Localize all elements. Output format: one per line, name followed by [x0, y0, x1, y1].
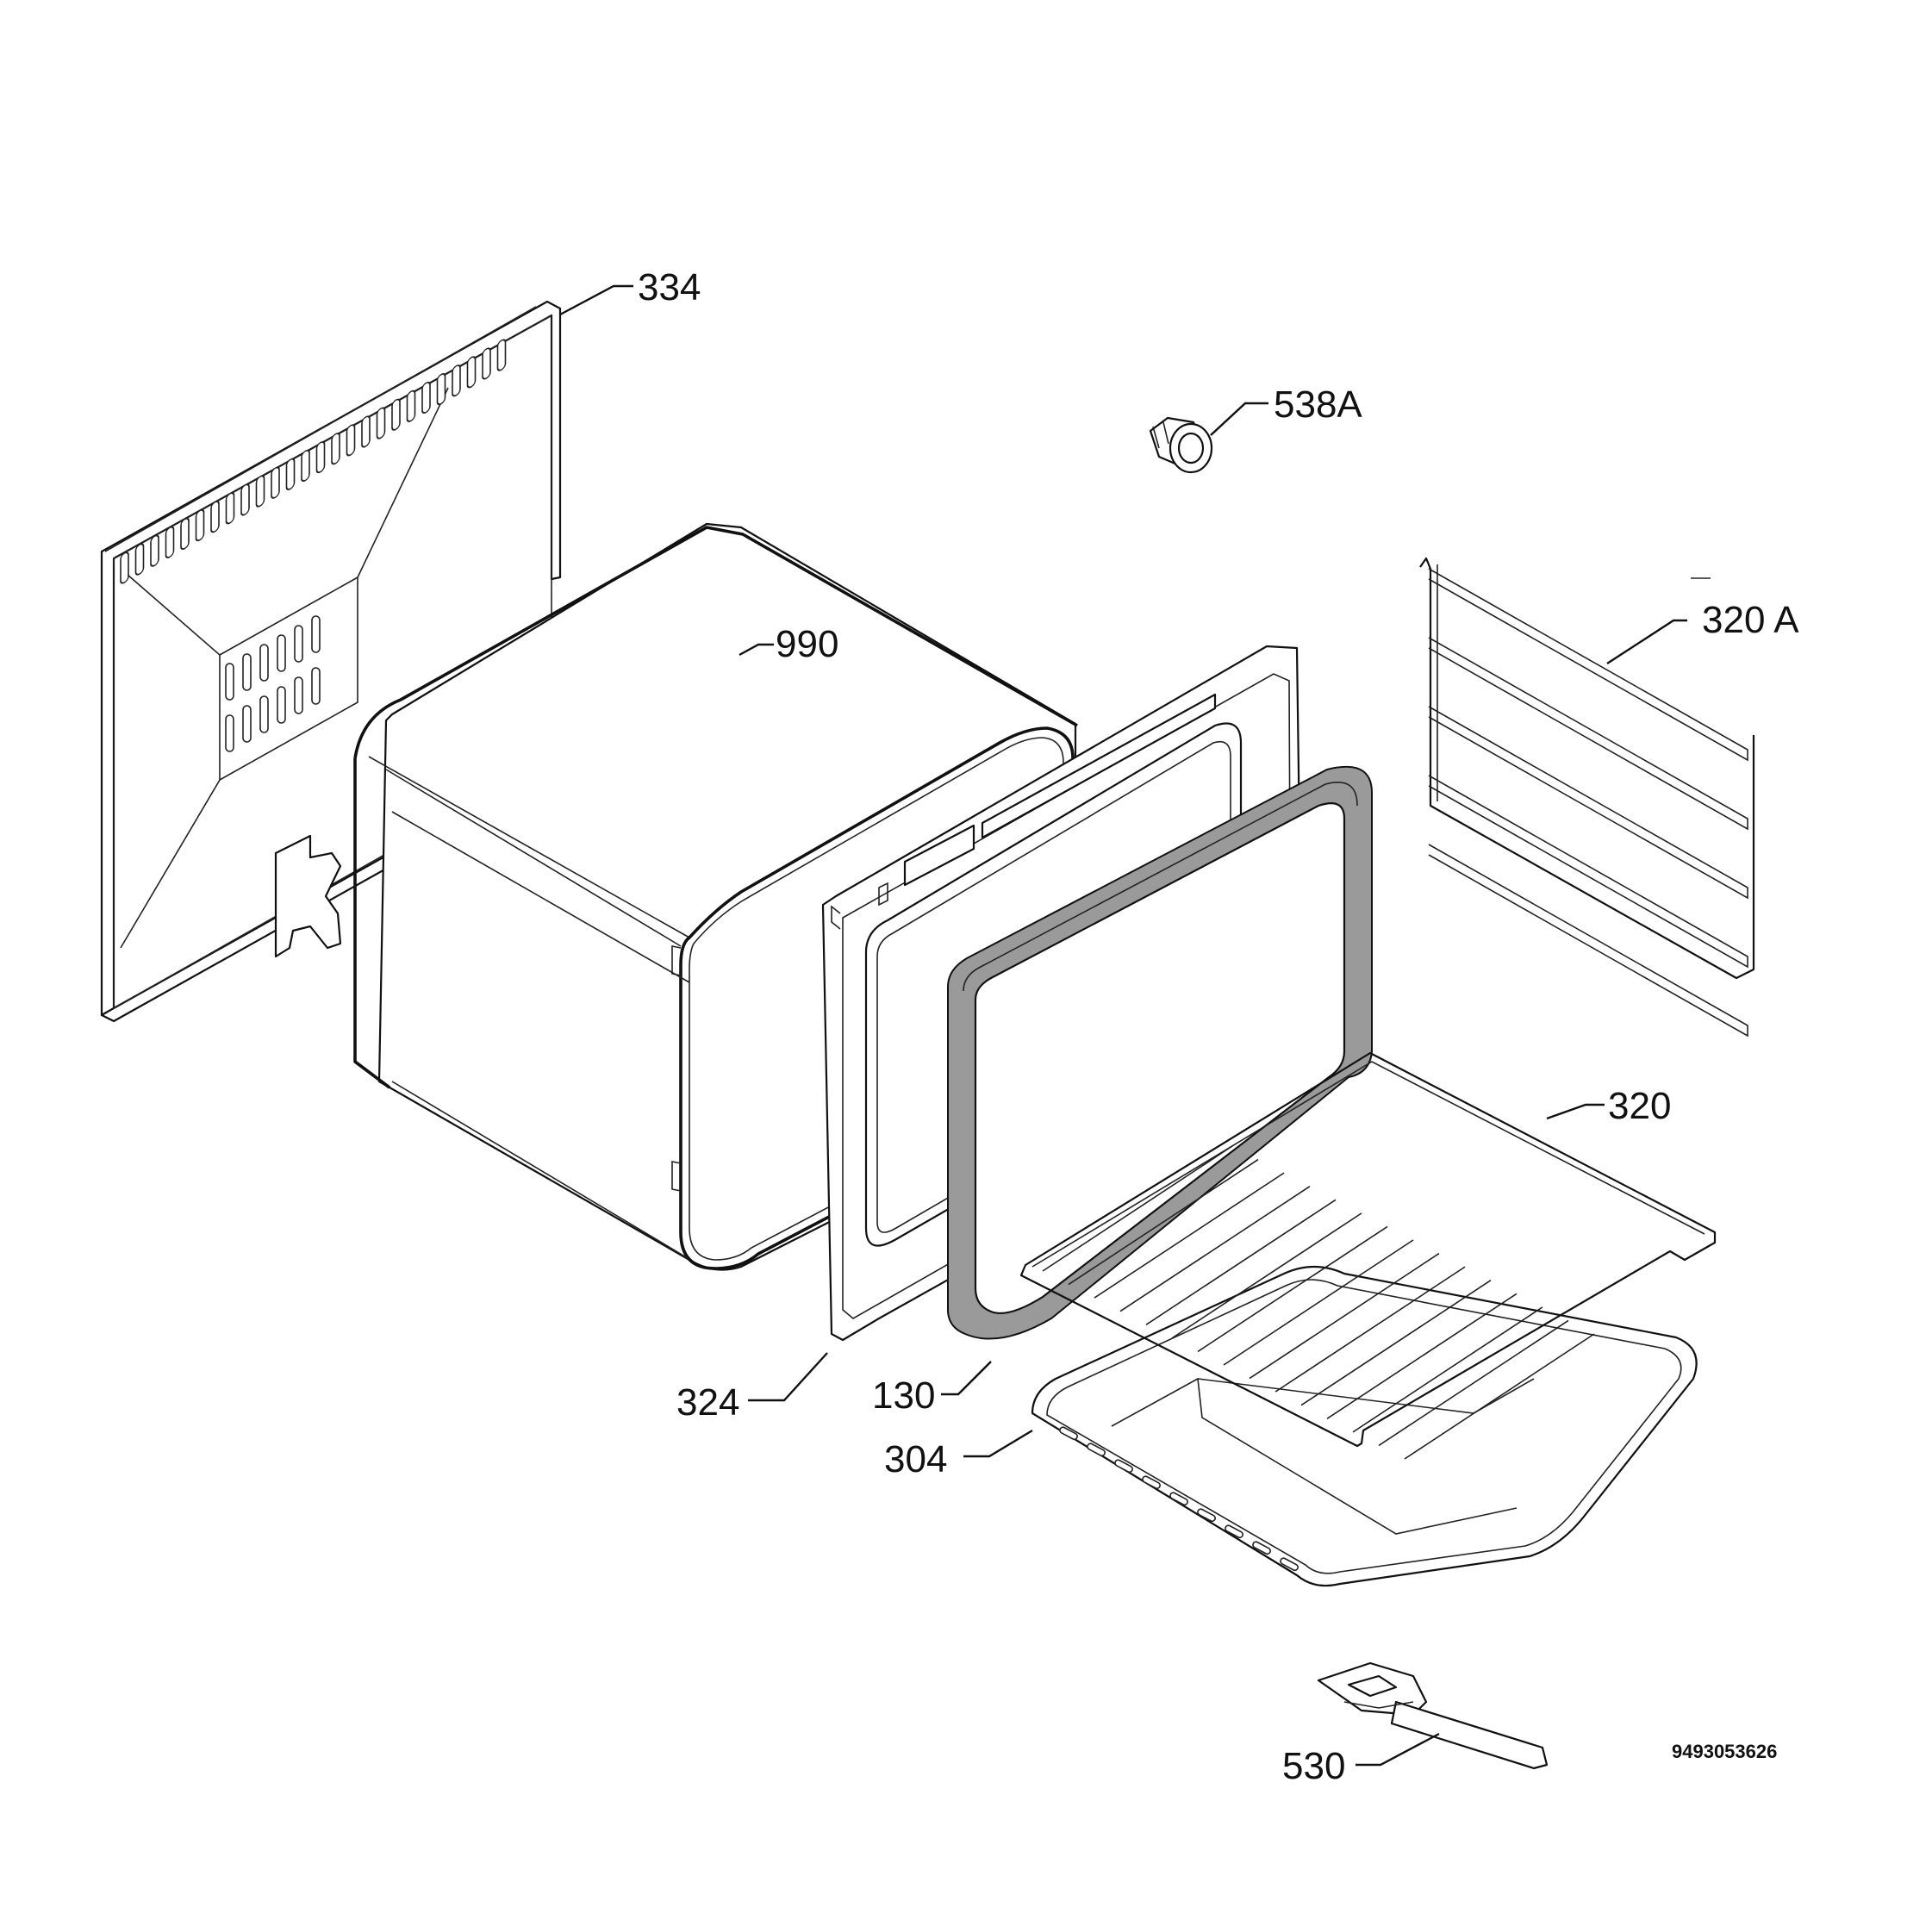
vent-slot	[311, 667, 321, 705]
shelf-wire	[1352, 1306, 1543, 1433]
vent-slot	[120, 552, 129, 584]
vent-slot	[294, 625, 303, 663]
tray-vent-slots	[1059, 1426, 1299, 1572]
back-panel-part	[100, 300, 562, 1023]
vent-slot	[466, 356, 477, 389]
vent-slot	[376, 407, 386, 439]
vent-slot	[180, 517, 190, 550]
vent-slot	[406, 390, 416, 422]
tray-slot	[1169, 1492, 1188, 1506]
rail-rung	[1428, 844, 1748, 1038]
vent-slot	[294, 676, 303, 714]
side-rail-part	[1419, 557, 1755, 1038]
vent-slot	[271, 466, 280, 499]
shelf-wire	[1249, 1252, 1440, 1380]
rail-rung	[1428, 775, 1748, 969]
vent-slot	[331, 433, 340, 465]
rail-rung	[1428, 706, 1748, 900]
callout-320: 320	[1608, 1085, 1672, 1127]
vent-slot	[240, 483, 250, 516]
vent-slot	[311, 615, 321, 653]
callout-334: 334	[638, 266, 701, 308]
vent-slot	[482, 347, 491, 380]
vent-slot	[346, 424, 356, 457]
shelf-wire	[1171, 1212, 1362, 1339]
vent-slot	[225, 492, 235, 525]
vent-slot	[255, 475, 265, 508]
vent-slot	[225, 663, 234, 701]
vent-slot	[496, 339, 507, 371]
rail-rung	[1428, 637, 1748, 831]
vent-slot	[452, 365, 461, 397]
baking-tray-part	[1031, 1265, 1698, 1587]
vent-slot	[242, 653, 252, 691]
tray-slot	[1087, 1443, 1106, 1457]
callout-130: 130	[872, 1374, 936, 1417]
vent-slot	[421, 381, 431, 414]
callout-leaders	[559, 284, 1711, 1767]
vent-slot	[134, 543, 145, 576]
vent-slot	[259, 695, 269, 733]
callout-990: 990	[776, 623, 839, 665]
vent-slot	[277, 634, 286, 672]
lamp-holder-part	[1149, 416, 1213, 474]
ventilation-slots	[120, 339, 507, 752]
callout-530: 530	[1282, 1745, 1346, 1787]
vent-slot	[391, 398, 401, 431]
vent-slot	[285, 458, 296, 490]
shelf-wire	[1094, 1172, 1285, 1299]
rail-rungs	[1428, 568, 1748, 1038]
callout-304: 304	[884, 1438, 948, 1480]
tray-slot	[1059, 1426, 1078, 1441]
shelf-wire	[1378, 1319, 1569, 1447]
vent-slot	[315, 440, 326, 474]
door-seal-part	[947, 765, 1373, 1340]
vent-slot	[242, 705, 252, 743]
shelf-wire	[1326, 1293, 1518, 1419]
door-hinge-part	[1317, 1661, 1549, 1770]
shelf-wire	[1197, 1225, 1388, 1353]
document-number: 9493053626	[1672, 1741, 1778, 1762]
rail-rung	[1428, 568, 1748, 762]
tray-slot	[1252, 1541, 1271, 1555]
wire-shelf-part	[1019, 1051, 1717, 1460]
tray-slot	[1142, 1475, 1161, 1490]
shelf-wire	[1145, 1199, 1337, 1325]
shelf-wire	[1300, 1280, 1492, 1406]
tray-slot	[1225, 1524, 1243, 1539]
shelf-wire	[1404, 1333, 1595, 1460]
callout-320a: 320 A	[1702, 599, 1799, 641]
shelf-wire	[1223, 1239, 1414, 1366]
vent-slot	[259, 644, 269, 682]
vent-slot	[210, 501, 220, 533]
vent-slot	[165, 526, 175, 558]
tray-slot	[1280, 1557, 1299, 1572]
vent-slot	[277, 686, 286, 724]
shelf-wire-bars	[1042, 1145, 1595, 1460]
vent-slot	[361, 415, 371, 448]
shelf-wire	[1274, 1266, 1466, 1393]
vent-slot	[436, 372, 446, 406]
callout-324: 324	[676, 1381, 740, 1424]
vent-slot	[225, 714, 234, 752]
vent-slot	[195, 508, 205, 542]
tray-slot	[1114, 1459, 1133, 1474]
shelf-wire	[1068, 1158, 1259, 1286]
shelf-wire	[1119, 1186, 1311, 1312]
vent-slot	[150, 534, 159, 567]
shelf-wire	[1042, 1145, 1233, 1272]
vent-slot	[301, 449, 310, 482]
callout-538a: 538A	[1274, 383, 1362, 426]
tray-slot	[1197, 1508, 1216, 1523]
